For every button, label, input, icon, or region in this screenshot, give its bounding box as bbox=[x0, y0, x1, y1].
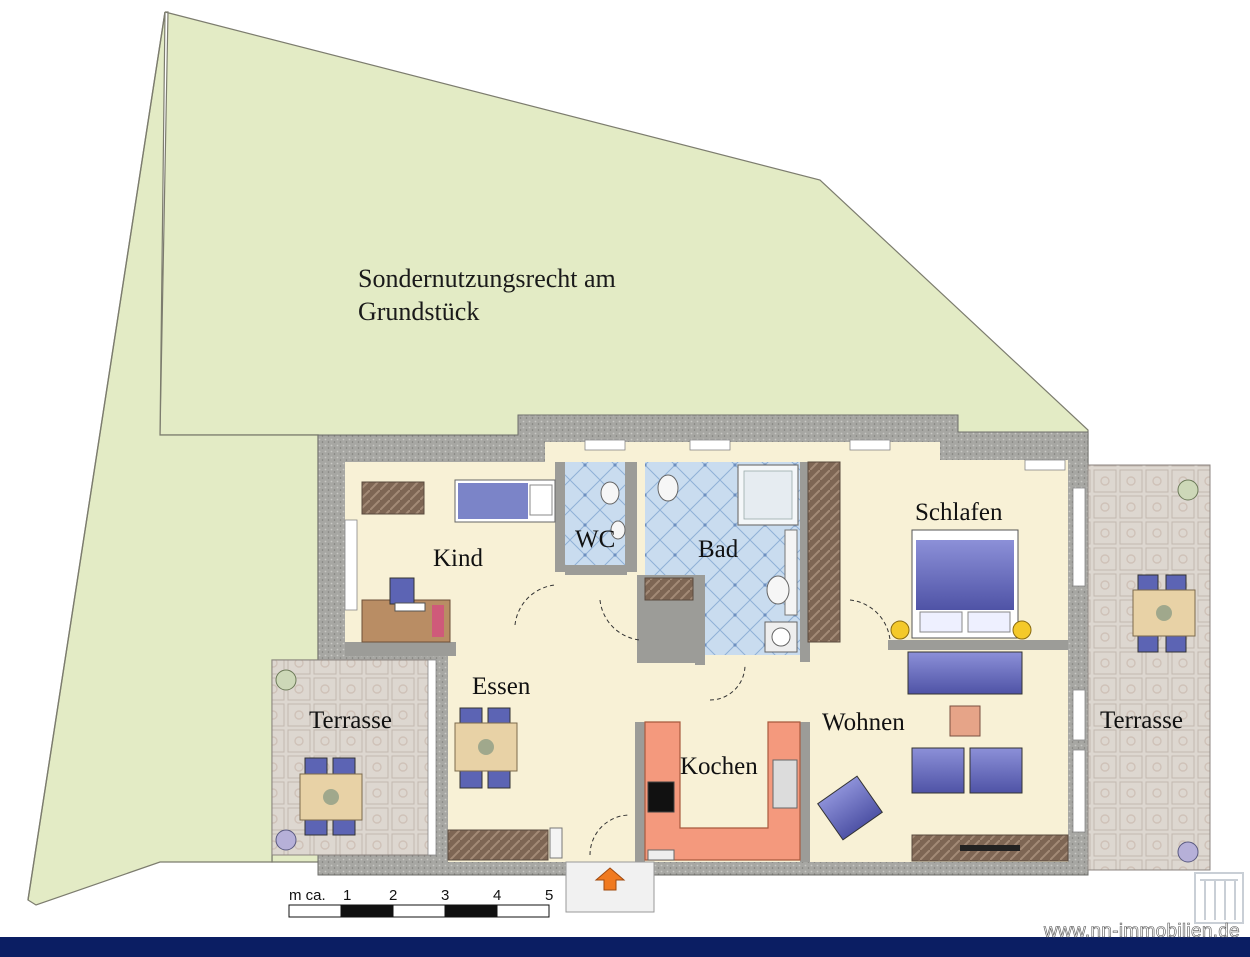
room-label-schlafen: Schlafen bbox=[915, 499, 1003, 526]
room-label-wc: WC bbox=[575, 526, 615, 553]
windows-north bbox=[344, 439, 1066, 611]
room-label-essen: Essen bbox=[472, 673, 531, 700]
bathroom-fixtures bbox=[600, 464, 799, 653]
scale-segment bbox=[340, 904, 394, 918]
kind-furniture bbox=[361, 479, 556, 643]
essen-table bbox=[454, 707, 518, 789]
kitchen bbox=[644, 721, 801, 861]
scale-tick-1: 1 bbox=[343, 887, 351, 904]
scale-tick-3: 3 bbox=[441, 887, 449, 904]
scale-bar: m ca. 1 2 3 4 5 bbox=[288, 887, 553, 918]
terrace-right bbox=[1087, 464, 1211, 871]
scale-tick-5: 5 bbox=[545, 887, 553, 904]
terrace-right-table bbox=[1132, 574, 1196, 653]
door-swings bbox=[514, 584, 891, 856]
entrance-arrow bbox=[594, 867, 626, 891]
website-url[interactable]: www.nn-immobilien.de bbox=[1043, 921, 1240, 943]
scale-prefix: m ca. bbox=[289, 887, 326, 904]
wardrobes bbox=[361, 461, 1069, 862]
schlafen-furniture bbox=[890, 529, 1032, 640]
room-label-terrasse-left: Terrasse bbox=[309, 707, 392, 734]
scale-segment bbox=[392, 904, 446, 918]
footer-bar bbox=[0, 937, 1250, 957]
plot-label-line2: Grundstück bbox=[358, 297, 479, 326]
room-label-terrasse-right: Terrasse bbox=[1100, 707, 1183, 734]
scale-tick-4: 4 bbox=[493, 887, 501, 904]
scale-segment bbox=[444, 904, 498, 918]
wc-floor bbox=[565, 462, 625, 565]
terrace-left-table bbox=[299, 757, 363, 836]
scale-tick-labels: 1 2 3 4 5 bbox=[343, 887, 553, 904]
scale-segments bbox=[288, 904, 550, 918]
logo-icon bbox=[1194, 872, 1244, 924]
scale-segment bbox=[288, 904, 342, 918]
room-label-kind: Kind bbox=[433, 545, 484, 572]
interior-walls bbox=[345, 462, 1068, 862]
wohnen-furniture bbox=[817, 651, 1023, 841]
scale-tick-2: 2 bbox=[389, 887, 397, 904]
room-label-kochen: Kochen bbox=[680, 753, 758, 780]
plants bbox=[275, 479, 1199, 863]
room-label-bad: Bad bbox=[698, 536, 739, 563]
room-label-wohnen: Wohnen bbox=[822, 709, 905, 736]
plot-label-line1: Sondernutzungsrecht am bbox=[358, 264, 616, 293]
scale-segment bbox=[496, 904, 550, 918]
